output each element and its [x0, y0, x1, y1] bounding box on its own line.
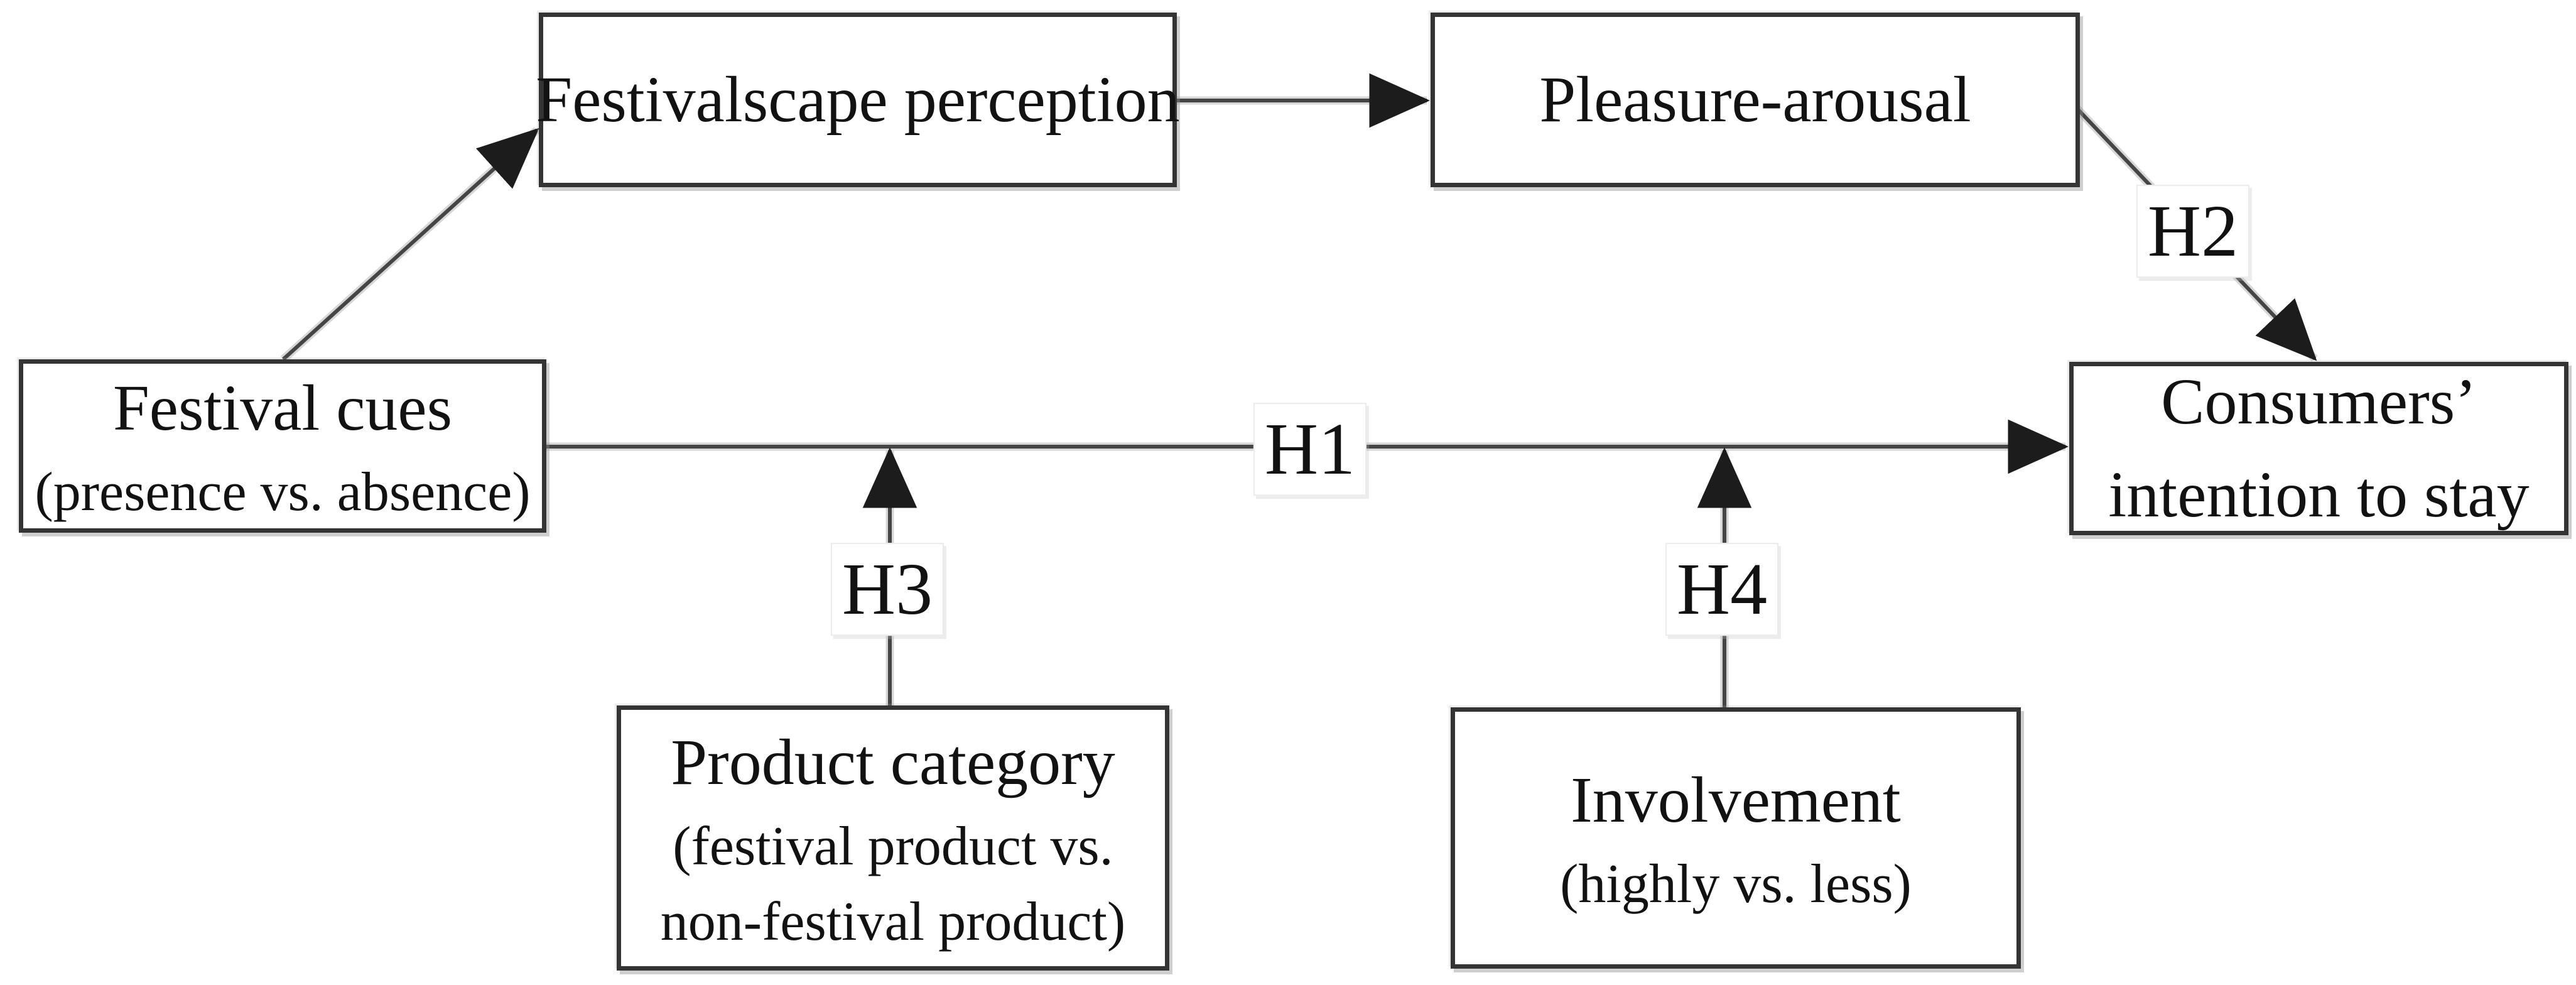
box-subtitle-line1: (festival product vs.: [673, 816, 1113, 878]
box-pleasure-arousal: Pleasure-arousal: [1431, 13, 2080, 187]
box-subtitle: (presence vs. absence): [35, 462, 531, 523]
box-subtitle: (highly vs. less): [1560, 854, 1912, 915]
box-subtitle-line2: non-festival product): [660, 891, 1126, 952]
box-title-line1: Consumers’: [2161, 366, 2477, 438]
label-h1: H1: [1253, 403, 1367, 496]
box-involvement: Involvement (highly vs. less): [1451, 707, 2021, 969]
label-h2: H2: [2136, 185, 2250, 278]
arrow-festival-cues-to-festivalscape: [281, 128, 539, 361]
box-title: Festival cues: [112, 372, 453, 445]
label-h4: H4: [1665, 543, 1779, 636]
box-title: Product category: [671, 726, 1115, 799]
box-title-line2: intention to stay: [2108, 459, 2530, 531]
box-festival-cues: Festival cues (presence vs. absence): [19, 359, 546, 533]
box-title: Pleasure-arousal: [1539, 63, 1971, 136]
box-title: Festivalscape perception: [536, 63, 1180, 136]
box-consumers-intention-to-stay: Consumers’ intention to stay: [2069, 362, 2568, 535]
box-product-category: Product category (festival product vs. n…: [617, 705, 1169, 971]
label-h3: H3: [830, 543, 944, 636]
box-festivalscape-perception: Festivalscape perception: [536, 13, 1180, 187]
box-title: Involvement: [1571, 764, 1901, 837]
